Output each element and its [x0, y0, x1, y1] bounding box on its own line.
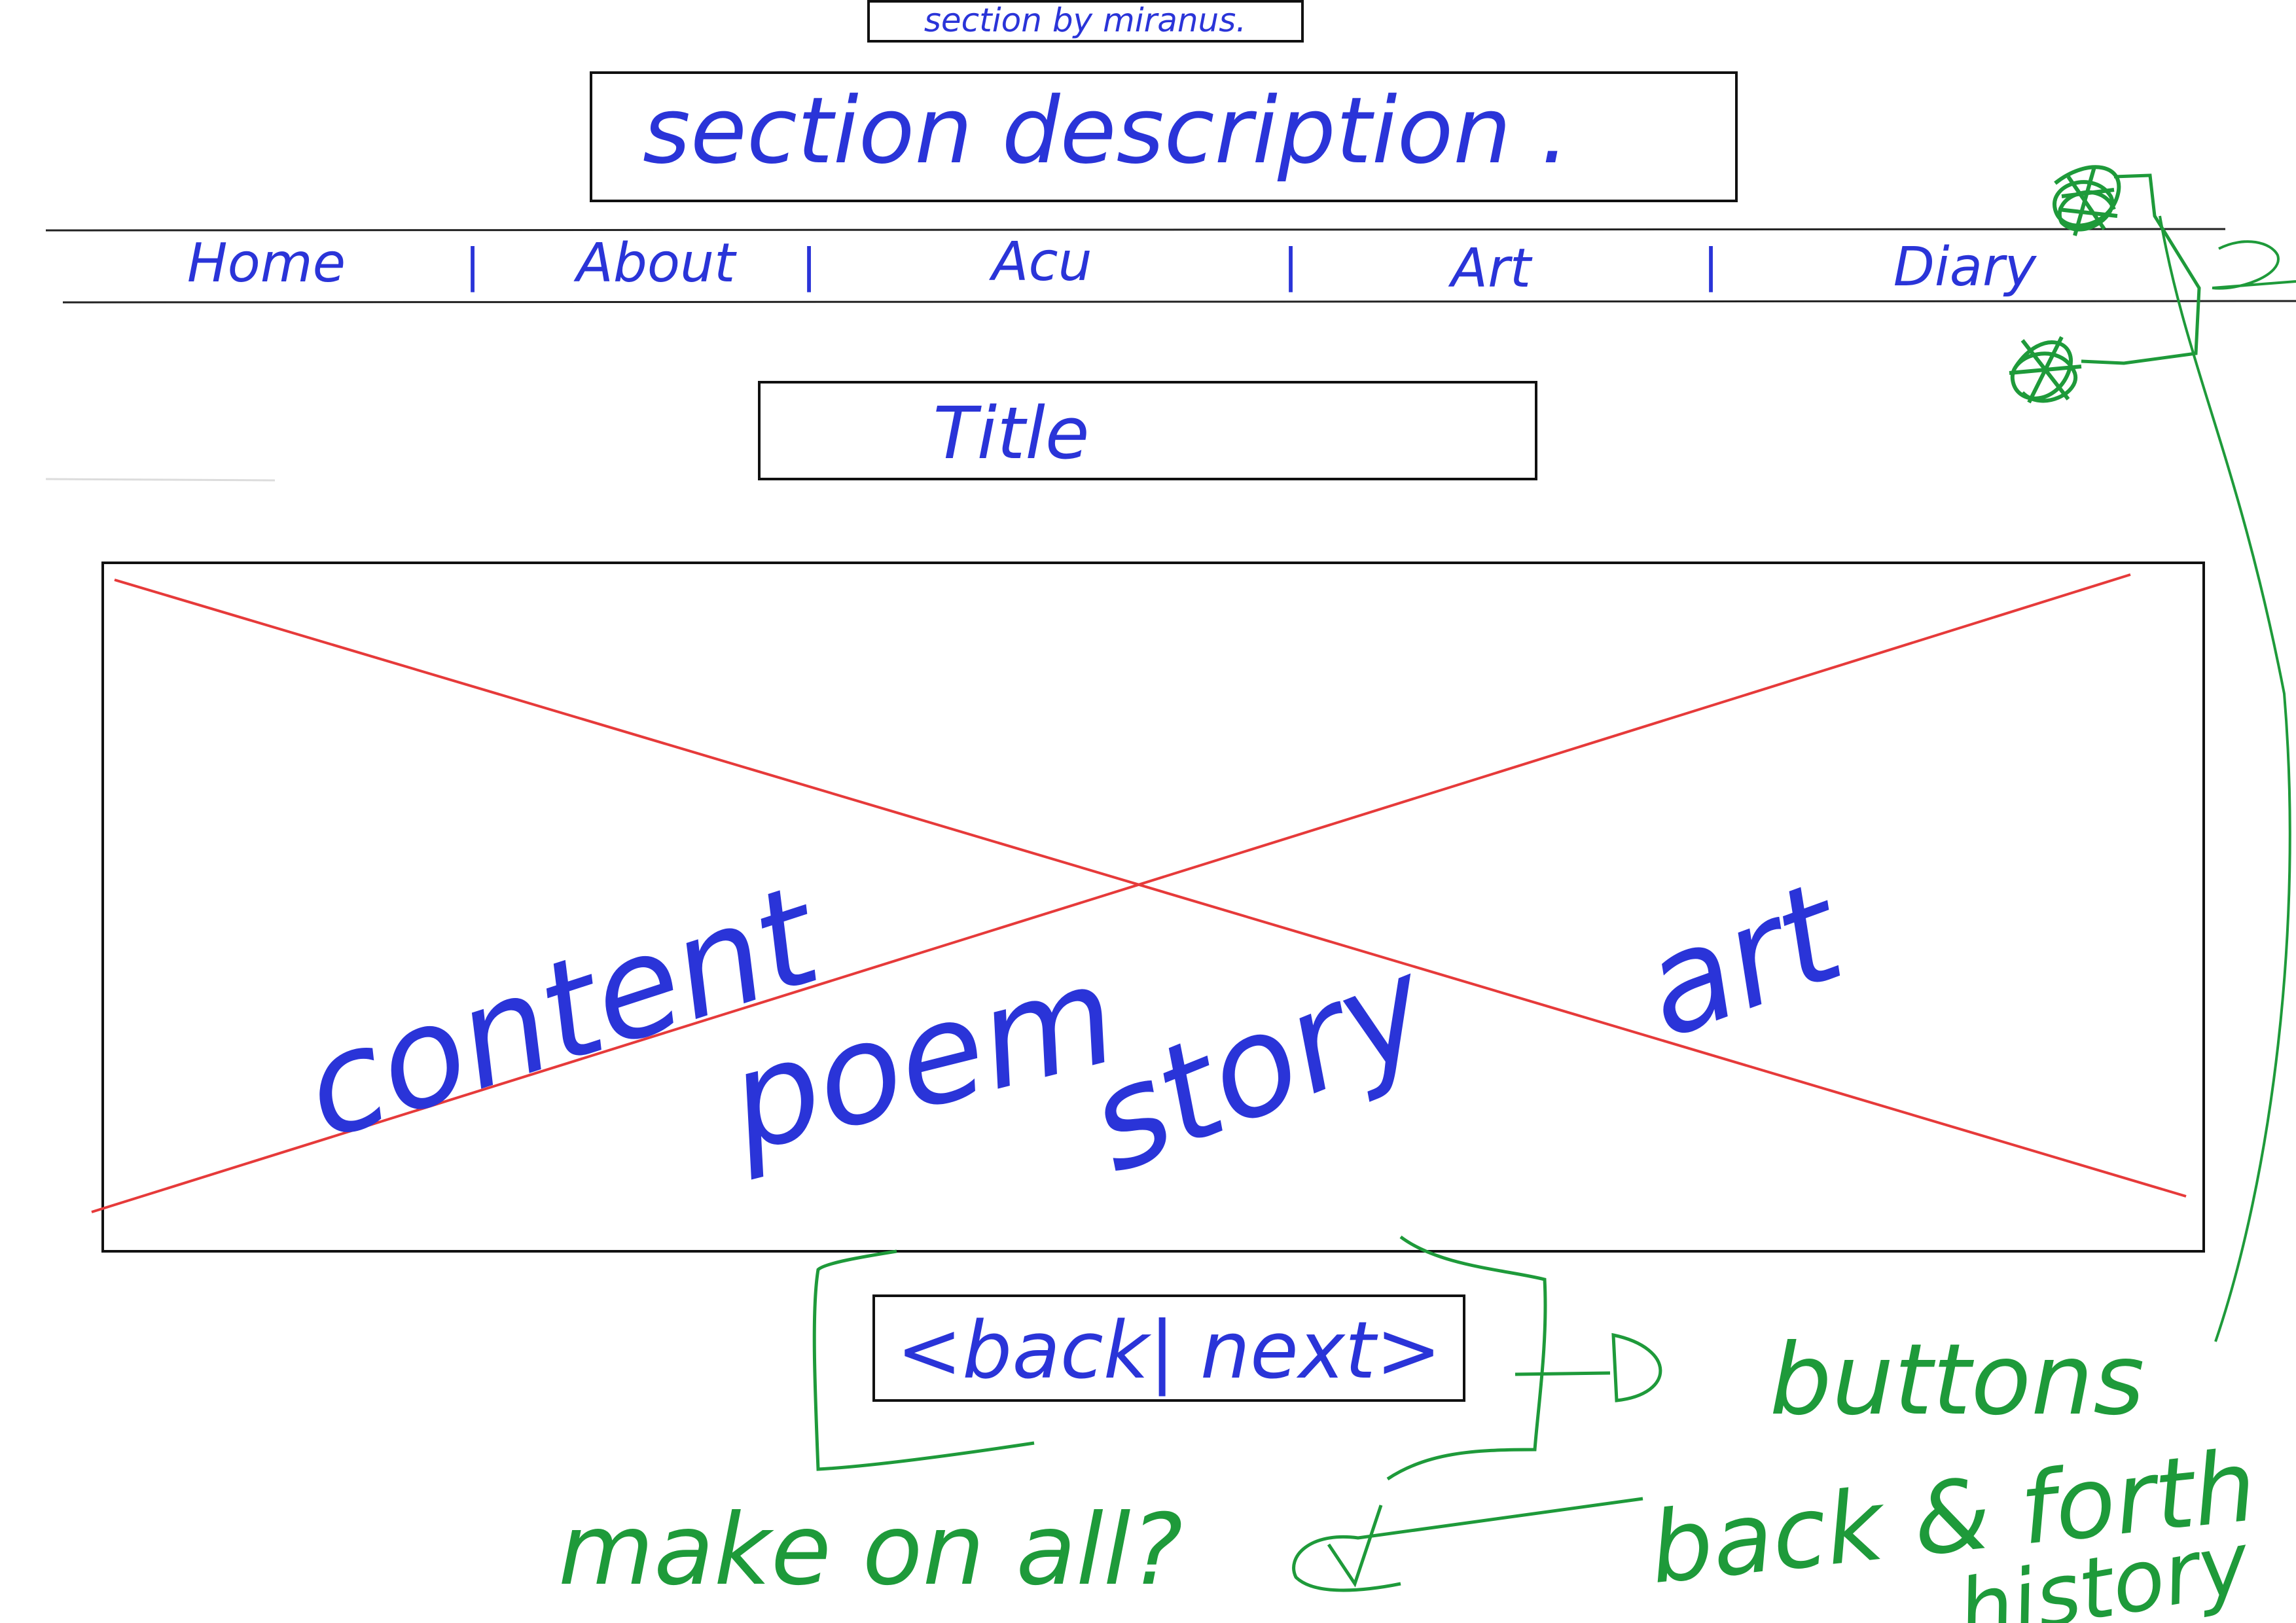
annotation-bracket [1386, 1235, 1547, 1481]
nav-item-about[interactable]: About [573, 232, 737, 294]
title-box [758, 381, 1537, 480]
scribble-mark [2053, 165, 2121, 236]
annotation-buttons: buttons [1770, 1323, 2145, 1437]
content-word: art [1623, 851, 1864, 1069]
nav-separator: | [1703, 239, 1719, 293]
nav-separator: | [465, 239, 480, 293]
annotation-arrow [1515, 1332, 1662, 1402]
title-text: Title [933, 391, 1089, 475]
nav-item-acu[interactable]: Acu [988, 231, 1092, 293]
pager-label: <back| next> [897, 1306, 1442, 1397]
pager-button[interactable] [872, 1294, 1465, 1402]
placeholder-cross-line [114, 579, 2187, 1198]
stray-mark [45, 478, 276, 482]
section-description-box [590, 71, 1738, 202]
checkmark-icon [1292, 1497, 1643, 1592]
checkmark-icon [1327, 1505, 1383, 1588]
content-box [101, 562, 2205, 1253]
placeholder-cross-line [91, 573, 2131, 1213]
nav-bottom-rule [62, 300, 2296, 304]
nav-separator: | [801, 239, 817, 293]
nav-top-rule [45, 228, 2226, 232]
annotation-connector [2212, 240, 2296, 290]
annotation-make-on-all: make on all? [558, 1493, 1183, 1607]
section-description-text: section description . [643, 78, 1570, 185]
annotation-bracket [812, 1249, 1035, 1471]
nav-separator: | [1283, 239, 1299, 293]
byline-box [867, 0, 1304, 43]
content-word: story [1067, 925, 1451, 1204]
scribble-mark [2009, 336, 2082, 404]
byline-text: section by miranus. [924, 1, 1246, 39]
nav-item-diary[interactable]: Diary [1893, 236, 2037, 298]
annotation-connector [2081, 173, 2201, 365]
nav-item-home[interactable]: Home [187, 232, 346, 294]
annotation-connector [2159, 215, 2291, 1342]
nav-item-art[interactable]: Art [1448, 238, 1533, 300]
